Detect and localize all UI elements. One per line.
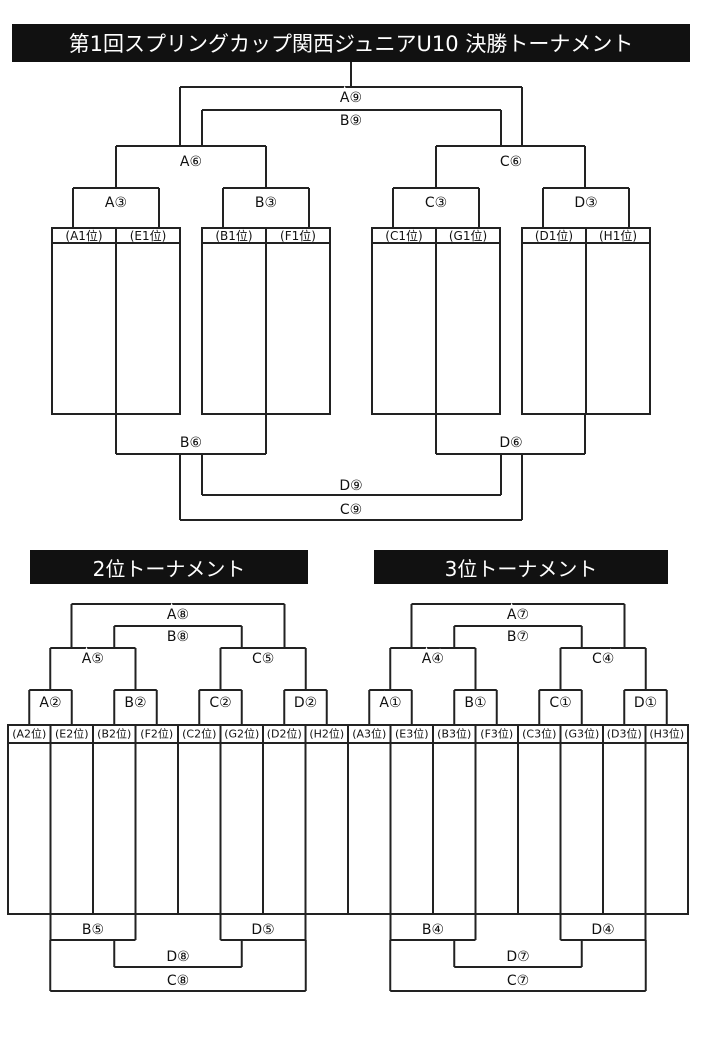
match-label-final-top-2: B⑨ — [340, 113, 362, 129]
slot-label-final-8: (H1位) — [599, 228, 637, 243]
team-box-final-5 — [371, 227, 437, 415]
match-label-final-bottom-1: D⑨ — [339, 478, 362, 494]
slot-label-second-3: (B2位) — [97, 727, 131, 741]
match-label-third-bottom-2: C⑦ — [507, 973, 529, 989]
match-label-final-b2-2: D⑥ — [499, 435, 522, 451]
slot-label-second-1: (A2位) — [12, 727, 46, 741]
match-label-second-r2-2: C⑤ — [252, 651, 274, 667]
slot-label-third-5: (C3位) — [522, 727, 556, 741]
match-label-third-r2-1: A④ — [422, 651, 444, 667]
slot-label-second-5: (C2位) — [182, 727, 216, 741]
match-label-final-bottom-2: C⑨ — [340, 502, 362, 518]
slot-label-final-7: (D1位) — [535, 228, 573, 243]
match-label-third-r1-4: D① — [634, 695, 657, 711]
slot-label-third-1: (A3位) — [352, 727, 386, 741]
match-label-third-r1-3: C① — [549, 695, 571, 711]
match-label-second-bottom-1: D⑧ — [166, 949, 189, 965]
team-box-final-3 — [201, 227, 267, 415]
match-label-final-r2-2: C⑥ — [500, 154, 522, 170]
match-label-third-top-1: A⑦ — [507, 607, 529, 623]
main-tournament-title: 第1回スプリングカップ関西ジュニアU10 決勝トーナメント — [12, 24, 690, 62]
slot-label-second-2: (E2位) — [55, 727, 89, 741]
slot-label-final-2: (E1位) — [130, 228, 167, 243]
slot-label-second-7: (D2位) — [267, 727, 302, 741]
slot-label-second-8: (H2位) — [309, 727, 344, 741]
match-label-second-b2-1: B⑤ — [82, 922, 104, 938]
match-label-third-r1-1: A① — [379, 695, 401, 711]
slot-label-final-6: (G1位) — [449, 228, 487, 243]
match-label-second-bottom-2: C⑧ — [167, 973, 189, 989]
slot-label-third-7: (D3位) — [607, 727, 642, 741]
match-label-final-r2-1: A⑥ — [180, 154, 202, 170]
match-label-second-r1-1: A② — [39, 695, 61, 711]
match-label-final-r1-2: B③ — [255, 195, 277, 211]
slot-label-third-8: (H3位) — [649, 727, 684, 741]
match-label-third-b2-1: B④ — [422, 922, 444, 938]
slot-label-third-6: (G3位) — [564, 727, 599, 741]
slot-label-final-4: (F1位) — [280, 228, 316, 243]
team-box-final-8 — [585, 227, 651, 415]
slot-label-final-3: (B1位) — [215, 228, 252, 243]
match-label-second-top-2: B⑧ — [167, 629, 189, 645]
team-box-final-4 — [265, 227, 331, 415]
match-label-third-b2-2: D④ — [591, 922, 614, 938]
slot-label-third-2: (E3位) — [395, 727, 429, 741]
match-label-final-b2-1: B⑥ — [180, 435, 202, 451]
slot-label-final-5: (C1位) — [385, 228, 422, 243]
match-label-second-r1-4: D② — [294, 695, 317, 711]
match-label-third-r1-2: B① — [464, 695, 486, 711]
match-label-final-r1-4: D③ — [574, 195, 597, 211]
match-label-second-b2-2: D⑤ — [251, 922, 274, 938]
team-box-final-6 — [435, 227, 501, 415]
slot-label-second-4: (F2位) — [140, 727, 173, 741]
match-label-third-top-2: B⑦ — [507, 629, 529, 645]
match-label-second-r1-2: B② — [124, 695, 146, 711]
match-label-third-bottom-1: D⑦ — [506, 949, 529, 965]
team-box-final-1 — [51, 227, 117, 415]
team-box-final-2 — [115, 227, 181, 415]
slot-label-third-4: (F3位) — [480, 727, 513, 741]
match-label-second-top-1: A⑧ — [167, 607, 189, 623]
match-label-second-r2-1: A⑤ — [82, 651, 104, 667]
slot-label-second-6: (G2位) — [224, 727, 259, 741]
match-label-third-r2-2: C④ — [592, 651, 614, 667]
slot-label-final-1: (A1位) — [65, 228, 102, 243]
team-box-final-7 — [521, 227, 587, 415]
second-place-tournament-title: 2位トーナメント — [30, 550, 308, 584]
third-place-tournament-title: 3位トーナメント — [374, 550, 668, 584]
match-label-final-r1-3: C③ — [425, 195, 447, 211]
match-label-final-top-1: A⑨ — [340, 90, 362, 106]
match-label-second-r1-3: C② — [209, 695, 231, 711]
match-label-final-r1-1: A③ — [105, 195, 127, 211]
slot-label-third-3: (B3位) — [437, 727, 471, 741]
